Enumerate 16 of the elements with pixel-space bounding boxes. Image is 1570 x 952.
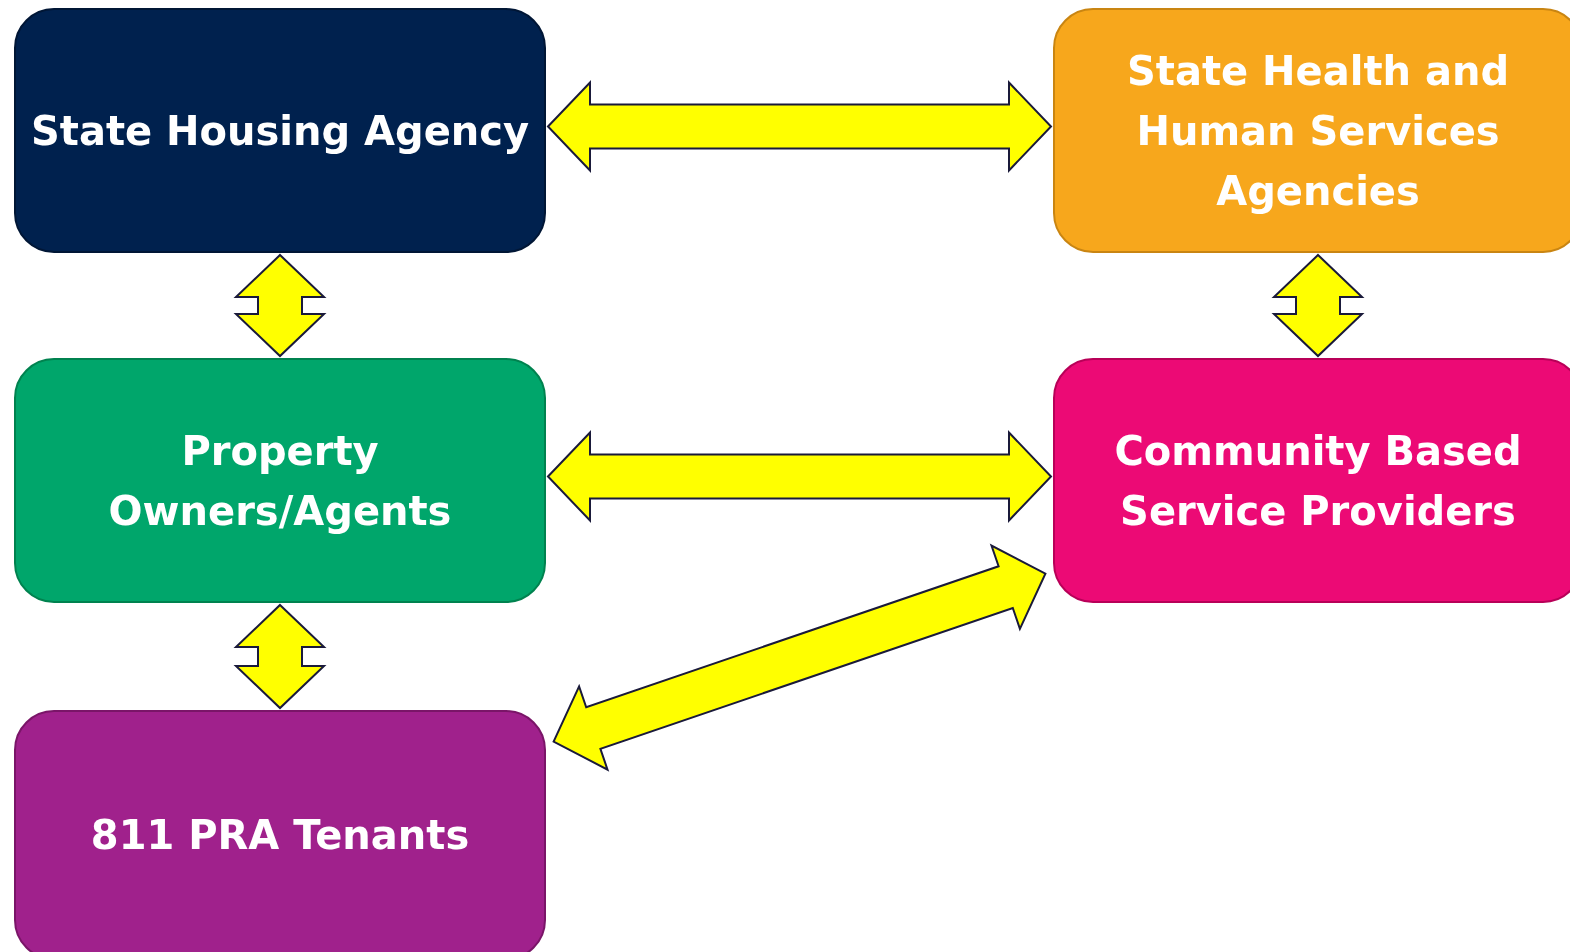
- rounded-box: [1053, 358, 1570, 603]
- double-arrow: [233, 603, 327, 710]
- double-arrow: [546, 80, 1053, 173]
- box-label: State Health and Human Services Agencies: [1126, 46, 1510, 216]
- double-arrow: [552, 543, 1047, 772]
- rounded-box: [14, 710, 546, 952]
- double-arrow: [233, 253, 327, 358]
- box-label: 811 PRA Tenants: [90, 811, 470, 860]
- rounded-box: [14, 8, 546, 253]
- rounded-box: [14, 358, 546, 603]
- rounded-box: [1053, 8, 1570, 253]
- box-label: Property Owners/Agents: [107, 426, 453, 536]
- double-arrow: [546, 430, 1053, 523]
- box-label: State Housing Agency: [30, 106, 530, 156]
- double-arrow: [1271, 253, 1365, 358]
- box-label: Community Based Service Providers: [1113, 426, 1523, 536]
